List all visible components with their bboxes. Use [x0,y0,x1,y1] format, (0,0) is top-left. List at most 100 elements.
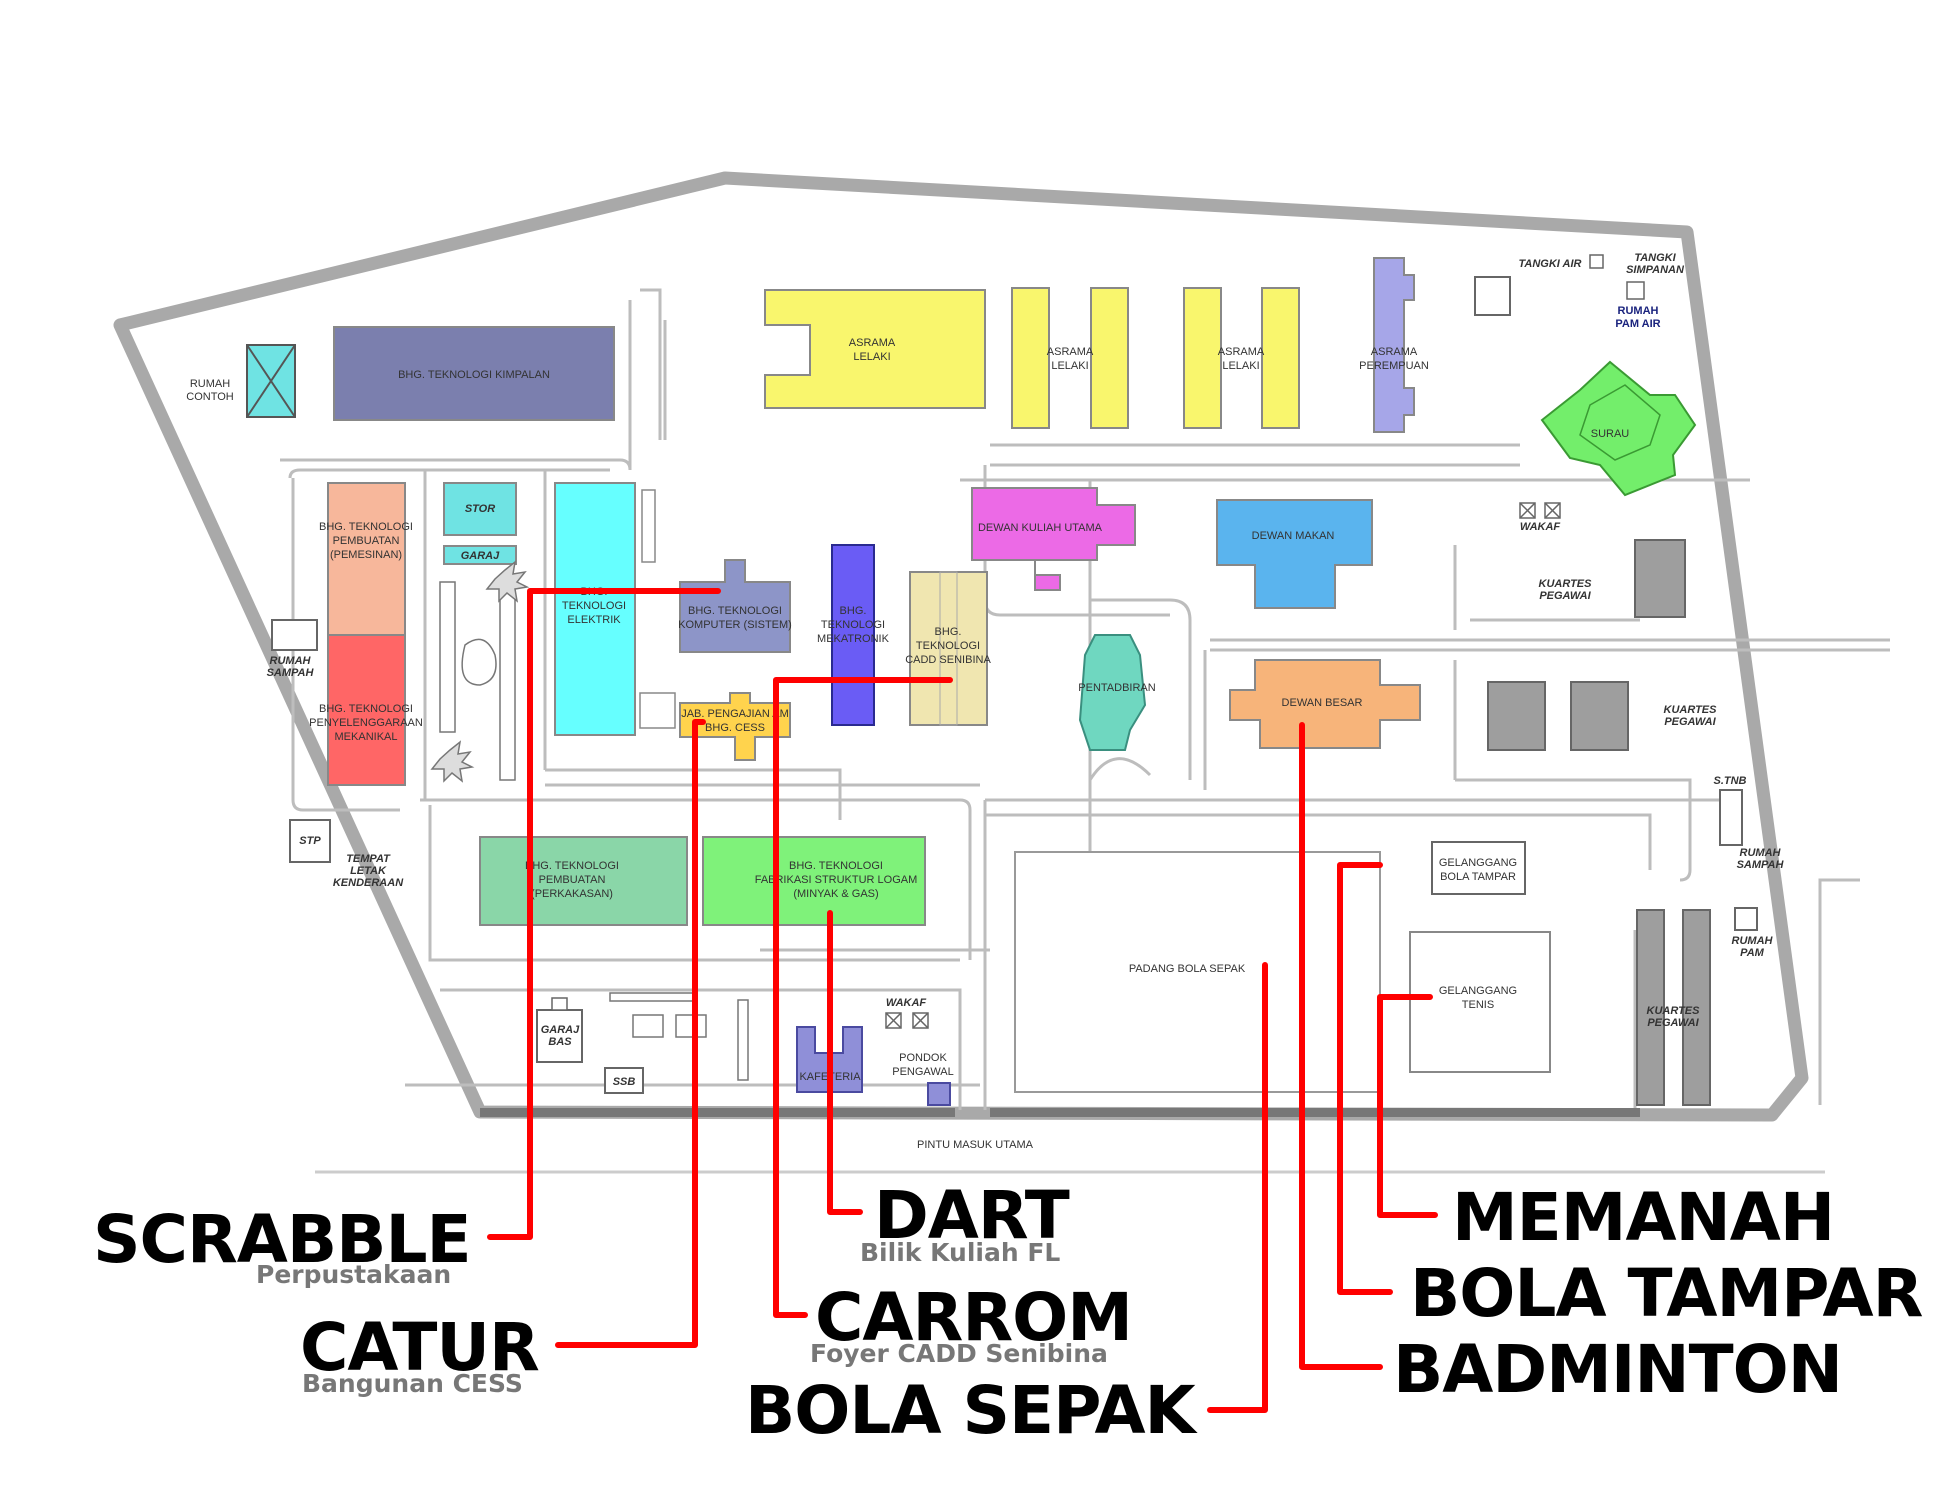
building-surau [1540,360,1697,497]
label-wakaf-top: WAKAF [1520,521,1561,533]
label-pemesinan-2: PEMBUATAN [333,535,400,547]
label-tenis-1: GELANGGANG [1439,985,1517,997]
route-memanah [1377,994,1438,1218]
label-asrama-perempuan-1: ASRAMA [1371,346,1418,358]
building-penyelenggaraan [327,634,406,786]
label-fabrikasi-1: BHG. TEKNOLOGI [789,860,883,872]
building-pondok-pengawal [927,1082,951,1106]
building-fabrikasi [702,836,926,926]
route-scrabble [487,588,721,1240]
route-badminton [1299,722,1383,1370]
label-garaj: GARAJ [461,550,500,562]
main-gate-wall-right [990,1108,1640,1117]
event-venue-dart: Bilik Kuliah FL [860,1238,1060,1267]
label-kimpalan: BHG. TEKNOLOGI KIMPALAN [398,369,550,381]
label-cadd-1: BHG. [935,626,962,638]
building-kuarters-3b [1682,909,1711,1106]
parking-blocks [609,992,749,1081]
building-pemesinan [327,482,406,636]
building-dewan-besar [1229,659,1421,749]
label-penyelenggaraan-2: PENYELENGGARAAN [309,717,423,729]
building-tangki-small-2 [1626,281,1645,300]
label-surau: SURAU [1591,428,1630,440]
label-elektrik-2: TEKNOLOGI [562,600,626,612]
label-ssb: SSB [613,1076,636,1088]
route-bola-tampar [1337,862,1393,1295]
label-cess-2: BHG. CESS [705,722,765,734]
building-asrama-3b [1261,287,1300,429]
label-garaj-bas-1: GARAJ [541,1024,580,1036]
building-asrama-2a [1011,287,1050,429]
building-cadd [909,571,988,726]
label-pemesinan-1: BHG. TEKNOLOGI [319,521,413,533]
building-kuarters-3a [1636,909,1665,1106]
label-padang: PADANG BOLA SEPAK [1129,963,1246,975]
field-padang-bola-sepak [1014,851,1381,1093]
court-tenis [1409,931,1551,1073]
label-tempat-letak-1: TEMPAT [346,853,391,865]
label-kuarters-3-2: PEGAWAI [1647,1017,1699,1029]
label-stnb: S.TNB [1714,775,1747,787]
label-penyelenggaraan-1: BHG. TEKNOLOGI [319,703,413,715]
building-dewan-makan [1216,499,1373,609]
label-kuarters-2-1: KUARTES [1664,704,1718,716]
label-bola-tampar-1: GELANGGANG [1439,857,1517,869]
wakaf-top-icons [1519,502,1561,519]
label-rumah-pam-1: RUMAH [1732,935,1774,947]
building-elektrik-annex [641,489,656,563]
label-rumah-sampah-right-2: SAMPAH [1737,859,1785,871]
building-stor [443,482,517,536]
building-ssb [604,1067,644,1094]
building-asrama-perempuan [1373,257,1415,433]
building-cadd-core [939,571,958,726]
label-asrama-2-2: LELAKI [1051,360,1088,372]
route-bola-sepak [1207,962,1268,1413]
route-dart [827,910,863,1215]
building-cess [679,692,791,761]
label-cadd-2: TEKNOLOGI [916,640,980,652]
label-garaj-bas-2: BAS [548,1036,572,1048]
label-elektrik-3: ELEKTRIK [567,614,621,626]
label-dewan-makan: DEWAN MAKAN [1252,530,1335,542]
event-title-memanah: MEMANAH [1452,1179,1834,1256]
label-kuarters-1-2: PEGAWAI [1539,590,1591,602]
label-fabrikasi-2: FABRIKASI STRUKTUR LOGAM [755,874,918,886]
label-stp: STP [299,835,321,847]
label-asrama-3-1: ASRAMA [1218,346,1265,358]
label-komputer-2: KOMPUTER (SISTEM) [678,619,792,631]
label-tenis-2: TENIS [1462,999,1494,1011]
label-tempat-letak-2: LETAK [350,865,387,877]
label-asrama-1-2: LELAKI [853,351,890,363]
building-stp [289,819,331,863]
building-rumah-sampah-left [271,619,318,651]
label-bola-tampar-2: BOLA TAMPAR [1440,871,1516,883]
building-asrama-1 [764,289,986,409]
label-asrama-3-2: LELAKI [1222,360,1259,372]
building-tangki [1474,276,1511,316]
label-asrama-perempuan-2: PEREMPUAN [1359,360,1429,372]
label-mekatronik-2: TEKNOLOGI [821,619,885,631]
label-mekatronik-1: BHG. [840,605,867,617]
label-wakaf-bottom: WAKAF [886,997,927,1009]
building-kimpalan [333,326,615,421]
label-perkakasan-2: PEMBUATAN [539,874,606,886]
label-rumah-contoh-1: RUMAH [190,378,230,390]
building-mekatronik [831,544,875,726]
label-tangki-simpanan-1: TANGKI [1634,252,1676,264]
event-title-badminton: BADMINTON [1393,1331,1842,1408]
building-komputer [679,559,791,653]
building-garaj-bas [536,1009,583,1063]
label-kuarters-3-1: KUARTES [1647,1005,1701,1017]
building-stnb [1719,789,1743,846]
building-asrama-3a [1183,287,1222,429]
pentadbiran-driveway [1088,757,1152,781]
main-gate-wall [480,1108,955,1117]
label-rumah-sampah-right-1: RUMAH [1740,847,1782,859]
label-stor: STOR [465,503,495,515]
label-perkakasan-3: (PERKAKASAN) [531,888,613,900]
building-rumah-pam [1734,907,1758,931]
building-perkakasan [479,836,688,926]
label-asrama-1-1: ASRAMA [849,337,896,349]
building-kuarters-1 [1634,539,1686,618]
